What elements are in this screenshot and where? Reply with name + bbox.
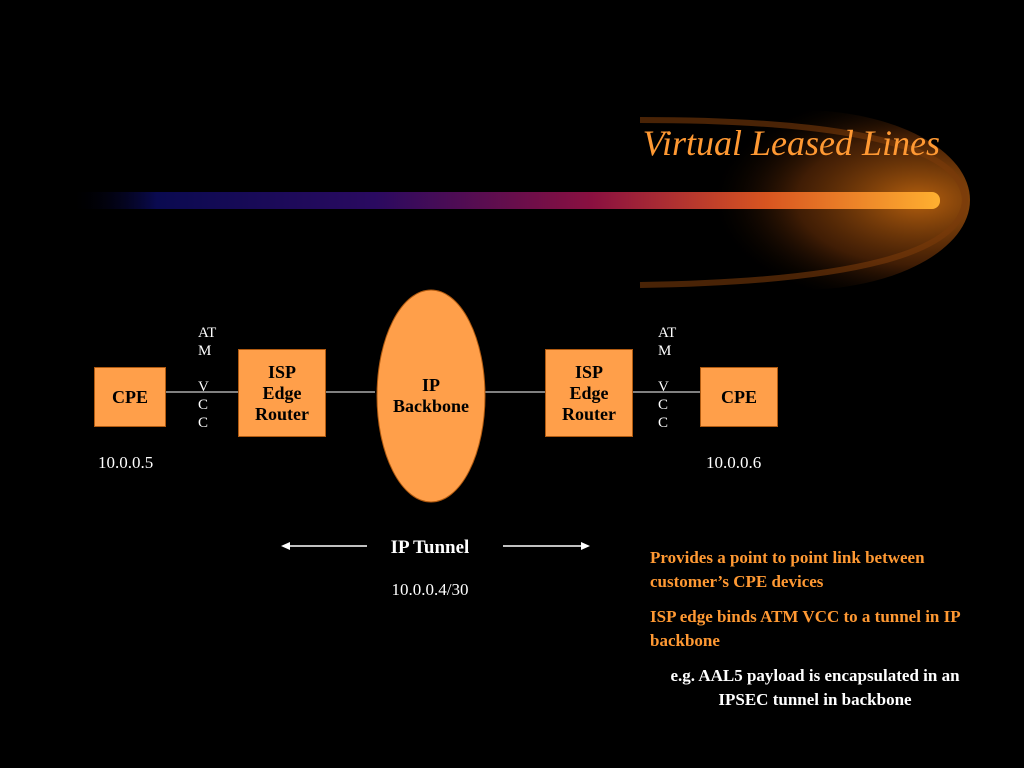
notes-panel: Provides a point to point link between c… (650, 546, 980, 723)
atm-vcc-label-right: AT M V C C (658, 325, 677, 431)
note-isp-binding: ISP edge binds ATM VCC to a tunnel in IP… (650, 607, 960, 650)
streak-bar (70, 192, 940, 209)
cpe-left-address: 10.0.0.5 (98, 453, 154, 472)
note-example: e.g. AAL5 payload is encapsulated in an … (670, 666, 960, 709)
note-point-to-point: Provides a point to point link between c… (650, 548, 925, 591)
decorative-streak (70, 110, 970, 290)
ip-backbone-label: IP Backbone (392, 375, 470, 416)
cpe-right-address: 10.0.0.6 (706, 453, 762, 472)
tunnel-arrowhead-left (281, 542, 290, 550)
tunnel-subnet: 10.0.0.4/30 (391, 580, 469, 599)
cpe-left-box: CPE (94, 367, 166, 427)
slide-title: Virtual Leased Lines (642, 123, 940, 163)
isp-edge-router-right: ISP Edge Router (545, 349, 633, 437)
atm-vcc-label-left: AT M V C C (198, 325, 217, 431)
tunnel-arrowhead-right (581, 542, 590, 550)
glow-arc (639, 117, 969, 288)
isp-edge-router-left: ISP Edge Router (238, 349, 326, 437)
backbone-ellipse (376, 289, 486, 503)
ip-tunnel-label: IP Tunnel (390, 537, 470, 558)
cpe-right-box: CPE (700, 367, 778, 427)
